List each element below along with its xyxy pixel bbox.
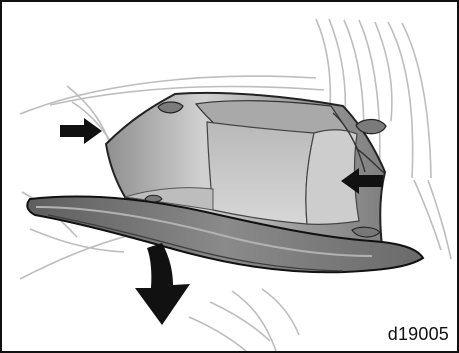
figure-id-label: d19005 [388,325,449,343]
lower-down-arrow-icon [135,243,190,325]
